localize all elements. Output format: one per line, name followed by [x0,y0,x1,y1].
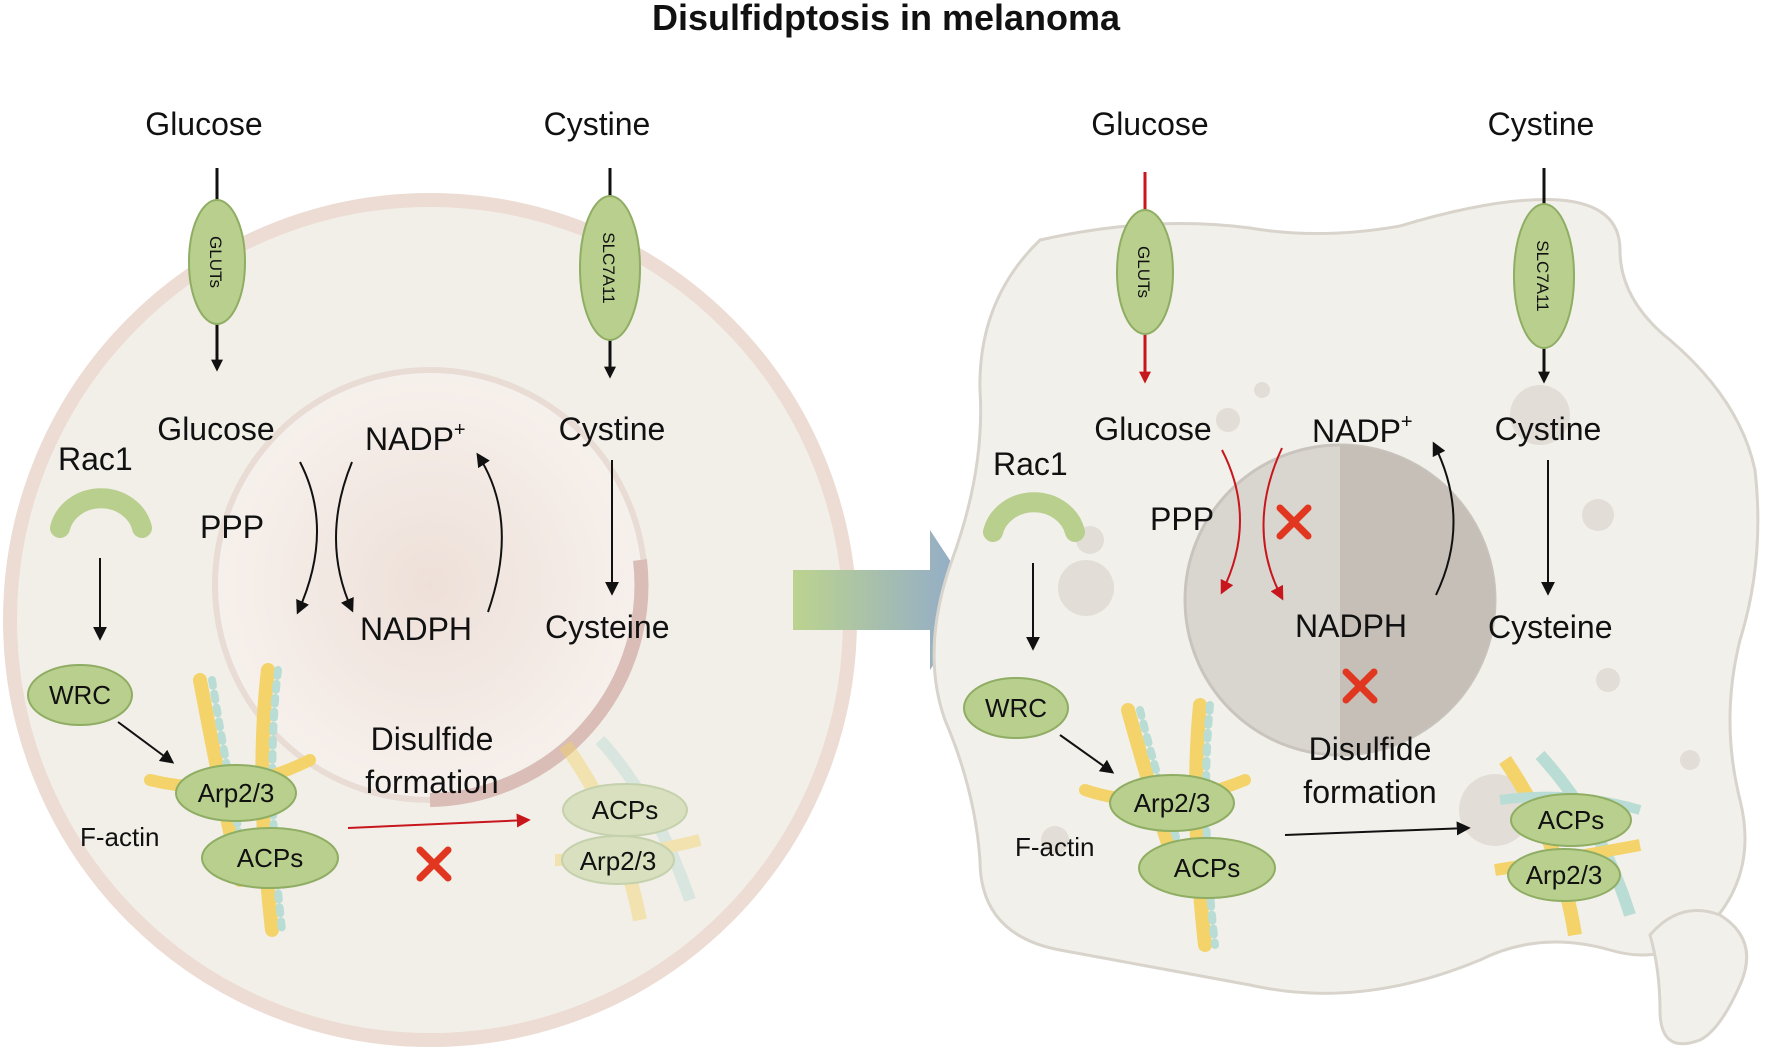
left-arp-complex: Arp2/3 [175,764,297,822]
left-cystine-inside: Cystine [559,411,666,447]
svg-text:GLUTs: GLUTs [206,236,225,288]
left-nadp: NADP+ [365,419,466,457]
right-ppp-cross-icon [1276,504,1312,540]
right-cysteine: Cysteine [1488,609,1613,645]
svg-text:ACPs: ACPs [1174,853,1240,883]
left-block-cross-icon [416,846,452,882]
right-nadph-cross-icon [1342,668,1378,704]
left-glucose-outside: Glucose [145,106,262,142]
right-cell: GLUTs SLC7A11 Glucose Cystine Glucose NA… [932,106,1760,1046]
right-acps: ACPs [1138,837,1276,899]
right-acp-cluster: ACPs Arp2/3 [1494,750,1642,937]
left-faded-cluster [554,735,702,922]
svg-text:Arp2/3: Arp2/3 [198,778,275,808]
right-cystine-inside: Cystine [1495,411,1602,447]
left-disulfide-line2: formation [365,764,498,800]
right-disulfide-line2: formation [1303,774,1436,810]
right-arp-complex: Arp2/3 [1109,774,1235,832]
left-cysteine: Cysteine [545,609,670,645]
right-disulfide-line1: Disulfide [1309,731,1432,767]
svg-text:WRC: WRC [49,680,111,710]
left-arp-faded: Arp2/3 [580,846,657,876]
right-wrc: WRC [963,677,1069,739]
right-factin: F-actin [1015,832,1094,862]
left-wrc: WRC [27,664,133,726]
right-slc7a11-transporter: SLC7A11 [1513,203,1575,349]
left-cell: GLUTs SLC7A11 Glucose Cystine Glucose NA… [3,106,857,1047]
right-glucose-outside: Glucose [1091,106,1208,142]
left-cystine-outside: Cystine [544,106,651,142]
left-nadph: NADPH [360,611,472,647]
left-gluts-transporter: GLUTs [188,199,246,325]
left-factin: F-actin [80,822,159,852]
svg-text:ACPs: ACPs [237,843,303,873]
left-slc7a11-transporter: SLC7A11 [579,195,641,341]
right-rac1-icon [983,492,1085,542]
transition-arrow [793,530,976,670]
svg-text:WRC: WRC [985,693,1047,723]
left-glucose-inside: Glucose [157,411,274,447]
left-disulfide-line1: Disulfide [371,721,494,757]
right-rac1: Rac1 [993,446,1068,482]
svg-text:Arp2/3: Arp2/3 [1526,860,1603,890]
right-glucose-inside: Glucose [1094,411,1211,447]
left-acps: ACPs [201,827,339,889]
left-rac1-icon [50,488,152,538]
left-ppp: PPP [200,509,264,545]
right-nadp: NADP+ [1312,411,1413,449]
svg-text:ACPs: ACPs [1538,805,1604,835]
svg-text:SLC7A11: SLC7A11 [599,232,618,304]
right-nucleus [1183,443,1497,757]
right-vesicles [1041,382,1700,882]
right-gluts-transporter: GLUTs [1116,209,1174,335]
left-acps-faded: ACPs [592,795,658,825]
right-ppp: PPP [1150,501,1214,537]
left-rac1: Rac1 [58,441,133,477]
svg-text:GLUTs: GLUTs [1134,246,1153,298]
right-nadph: NADPH [1295,608,1407,644]
page-title: Disulfidptosis in melanoma [652,0,1121,38]
right-cystine-outside: Cystine [1488,106,1595,142]
svg-text:SLC7A11: SLC7A11 [1533,240,1552,312]
svg-text:Arp2/3: Arp2/3 [1134,788,1211,818]
